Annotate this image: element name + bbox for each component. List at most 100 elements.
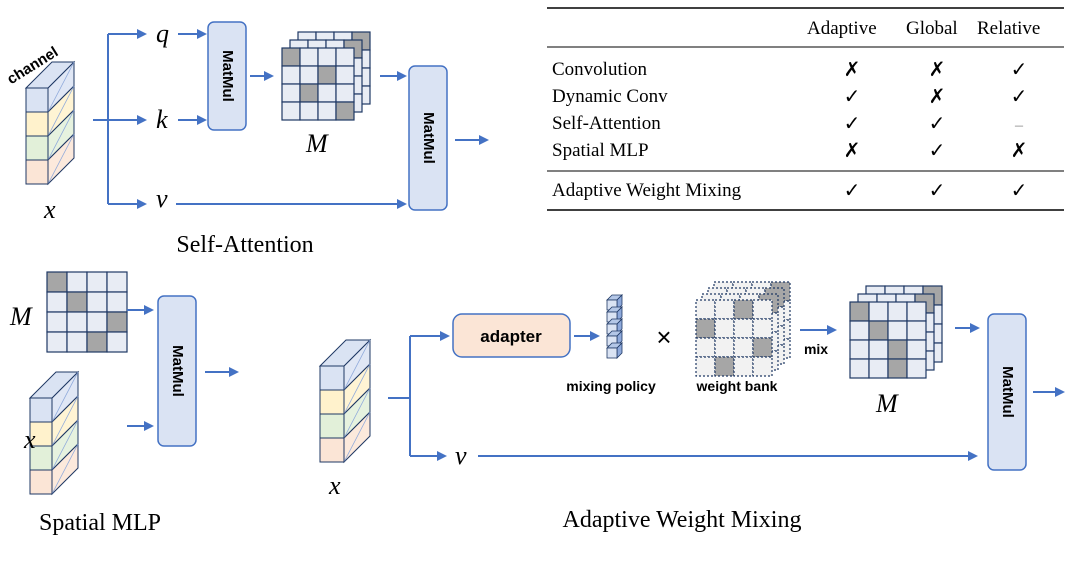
weight-bank-layer-cell: [752, 356, 773, 377]
awm-matmul-label: MatMul: [999, 366, 1016, 418]
cell-self-attention-adaptive: ✓: [844, 113, 861, 135]
weight-bank-layer-cell: [733, 299, 754, 320]
cell-awm-adaptive: ✓: [844, 180, 861, 202]
sa-matrix-layer-cell: [335, 101, 355, 121]
awm-matrix-layer-cell: [868, 301, 889, 322]
weight-bank-layer-cell: [695, 356, 716, 377]
sa-matrix-layer-cell: [335, 83, 355, 103]
cell-convolution-adaptive: ✗: [844, 59, 861, 81]
sa-input-tensor: [24, 60, 76, 186]
sa-matrix-layer-cell: [299, 47, 319, 67]
weight-bank-layer-cell: [752, 337, 773, 358]
cell-dynamic-conv-relative: ✓: [1011, 86, 1028, 108]
awm-matrix-layer-cell: [906, 358, 927, 379]
smlp-matmul-label: MatMul: [169, 345, 186, 397]
cell-spatial-mlp-relative: ✗: [1011, 140, 1028, 162]
times-symbol: ×: [656, 322, 671, 352]
mix-label: mix: [804, 341, 828, 357]
sa-matmul-2-box: [408, 65, 448, 211]
smlp-matrix-cell: [106, 271, 128, 293]
awm-tensor-patch-cell: [319, 389, 345, 415]
self-attention-panel: patches channel x q k v MatMul M MatMul …: [4, 19, 489, 258]
cell-spatial-mlp-adaptive: ✗: [844, 140, 861, 162]
mixing-policy-block: [606, 347, 618, 359]
cell-awm-global: ✓: [929, 180, 946, 202]
weight-bank-layer-cell: [733, 356, 754, 377]
weight-bank-label: weight bank: [696, 378, 778, 394]
sa-matrix-layer-cell: [281, 65, 301, 85]
weight-bank-layer-cell: [733, 337, 754, 358]
weight-bank-layer-cell: [695, 337, 716, 358]
row-name-adaptive-weight-mixing: Adaptive Weight Mixing: [552, 180, 742, 201]
col-header-adaptive: Adaptive: [807, 18, 877, 39]
smlp-matrix-cell: [106, 291, 128, 313]
smlp-tensor-patch-cell: [29, 469, 53, 495]
awm-tensor-patch-cell: [319, 437, 345, 463]
sa-matrix-layer-cell: [335, 47, 355, 67]
sa-matrix-layer-cell: [317, 101, 337, 121]
sa-matrix-layer-cell: [281, 101, 301, 121]
sa-input-label: x: [43, 195, 56, 224]
awm-matrix-layer-cell: [868, 320, 889, 341]
awm-matrix-layer-cell: [849, 358, 870, 379]
sa-tensor-patch-cell: [25, 135, 49, 161]
awm-matrix-layer-cell: [906, 301, 927, 322]
awm-matrix-layer-cell: [887, 358, 908, 379]
awm-matrix-label: M: [875, 389, 899, 418]
smlp-matrix-cell: [66, 271, 88, 293]
smlp-matrix-cell: [86, 311, 108, 333]
smlp-matrix-cell: [86, 331, 108, 353]
mixing-policy-vector: [606, 294, 623, 359]
k-label: k: [156, 105, 168, 134]
awm-matrix-layer-cell: [868, 339, 889, 360]
weight-bank-layer-cell: [714, 337, 735, 358]
sa-attention-matrix-stack: [281, 31, 371, 121]
smlp-matrix-cell: [86, 271, 108, 293]
awm-matrix-layer-cell: [906, 339, 927, 360]
sa-matmul-1-label: MatMul: [219, 50, 236, 102]
smlp-matrix-cell: [86, 291, 108, 313]
sa-matrix-label: M: [305, 129, 329, 158]
awm-matrix-layer-cell: [849, 339, 870, 360]
sa-matmul-1-box: [207, 21, 247, 131]
smlp-matrix-cell: [46, 271, 68, 293]
sa-tensor-patch-cell: [25, 87, 49, 113]
weight-bank-layer-cell: [695, 299, 716, 320]
awm-matrix-layer-cell: [887, 339, 908, 360]
awm-input-tensor: [318, 338, 372, 464]
smlp-matrix-label: M: [9, 302, 33, 331]
smlp-matrix-cell: [66, 311, 88, 333]
awm-matrix-layer-cell: [906, 320, 927, 341]
v-label: v: [156, 184, 168, 213]
awm-matrix-layer-cell: [868, 358, 889, 379]
smlp-matrix-cell: [66, 331, 88, 353]
spatial-mlp-title: Spatial MLP: [39, 510, 161, 536]
sa-matrix-layer-cell: [335, 65, 355, 85]
spatial-mlp-panel: M x MatMul Spatial MLP: [9, 271, 239, 536]
adaptive-weight-mixing-title: Adaptive Weight Mixing: [563, 507, 802, 533]
awm-matrix-layer-cell: [887, 320, 908, 341]
weight-bank-layer-cell: [695, 318, 716, 339]
q-label: q: [156, 19, 169, 48]
smlp-input-tensor: [28, 370, 80, 496]
mixing-policy-label: mixing policy: [566, 378, 656, 394]
sa-matrix-layer-cell: [299, 101, 319, 121]
cell-convolution-global: ✗: [929, 59, 946, 81]
sa-matrix-layer-cell: [317, 83, 337, 103]
smlp-weight-matrix: [46, 271, 128, 353]
row-name-spatial-mlp: Spatial MLP: [552, 140, 649, 161]
sa-matrix-layer-cell: [281, 83, 301, 103]
awm-v-label: v: [455, 441, 467, 470]
sa-matmul-2-label: MatMul: [420, 112, 437, 164]
smlp-matrix-cell: [106, 311, 128, 333]
sa-matrix-layer-cell: [299, 83, 319, 103]
awm-matrix-layer-cell: [849, 320, 870, 341]
col-header-global: Global: [906, 18, 958, 39]
sa-matrix-layer-cell: [317, 65, 337, 85]
sa-matrix-layer-cell: [299, 65, 319, 85]
sa-tensor-patch-cell: [25, 159, 49, 185]
adapter-label: adapter: [480, 327, 542, 346]
row-name-self-attention: Self-Attention: [552, 113, 661, 134]
awm-input-label: x: [328, 471, 341, 500]
